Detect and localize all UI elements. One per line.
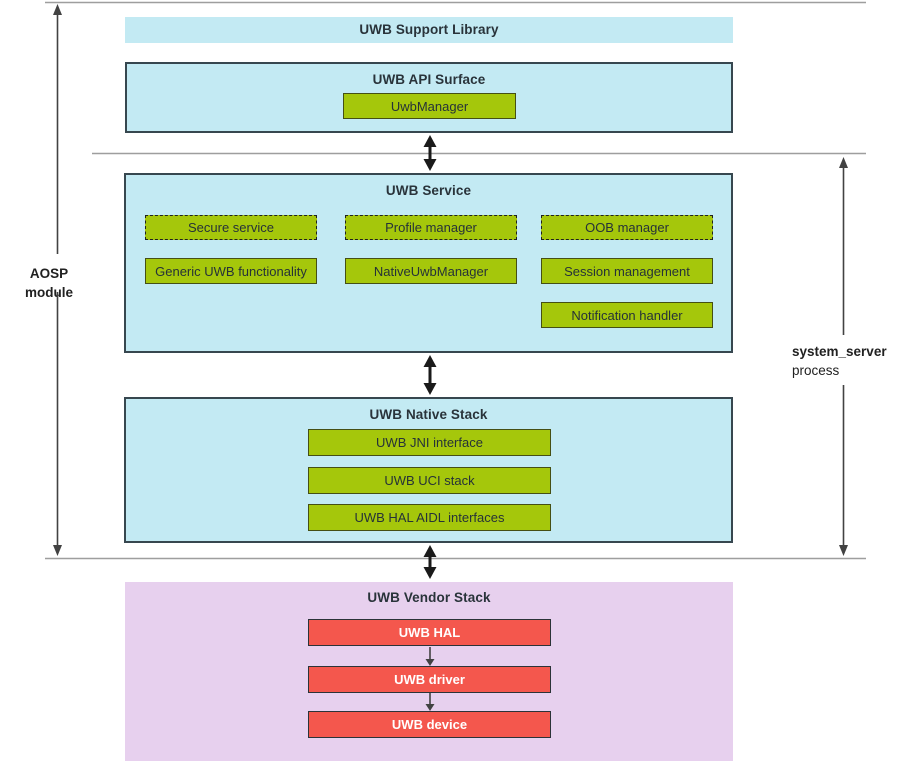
component-uwb-device: UWB device — [308, 711, 551, 738]
arrow-service-native — [423, 355, 437, 395]
component-uwb-uci-stack: UWB UCI stack — [308, 467, 551, 494]
component-uwbmanager: UwbManager — [343, 93, 516, 119]
support-library-title: UWB Support Library — [359, 22, 499, 37]
layer-vendor-stack: UWB Vendor Stack UWB HAL UWB driver UWB … — [125, 582, 733, 761]
layer-api-surface: UWB API Surface UwbManager — [125, 62, 733, 133]
arrow-native-vendor — [423, 545, 437, 579]
component-generic-uwb-functionality: Generic UWB functionality — [145, 258, 317, 284]
component-uwb-driver: UWB driver — [308, 666, 551, 693]
component-uwb-hal: UWB HAL — [308, 619, 551, 646]
layer-uwb-service: UWB Service Secure service Profile manag… — [124, 173, 733, 353]
component-uwb-hal-aidl-interfaces: UWB HAL AIDL interfaces — [308, 504, 551, 531]
uwb-service-title: UWB Service — [385, 183, 472, 198]
component-uwb-jni-interface: UWB JNI interface — [308, 429, 551, 456]
component-profile-manager: Profile manager — [345, 215, 517, 240]
layer-support-library: UWB Support Library — [125, 17, 733, 43]
component-nativeuwbmanager: NativeUwbManager — [345, 258, 517, 284]
system-server-label-line2: process — [792, 362, 840, 378]
layer-native-stack: UWB Native Stack UWB JNI interface UWB U… — [124, 397, 733, 543]
component-secure-service: Secure service — [145, 215, 317, 240]
arrow-api-service — [423, 135, 437, 171]
component-oob-manager: OOB manager — [541, 215, 713, 240]
vendor-stack-title: UWB Vendor Stack — [367, 590, 491, 605]
native-stack-title: UWB Native Stack — [369, 407, 488, 422]
aosp-module-label: AOSP module — [24, 266, 73, 300]
system-server-label: system_server process — [792, 343, 887, 381]
system-server-label-line1: system_server — [792, 344, 887, 359]
api-surface-title: UWB API Surface — [372, 72, 486, 87]
component-session-management: Session management — [541, 258, 713, 284]
component-notification-handler: Notification handler — [541, 302, 713, 328]
